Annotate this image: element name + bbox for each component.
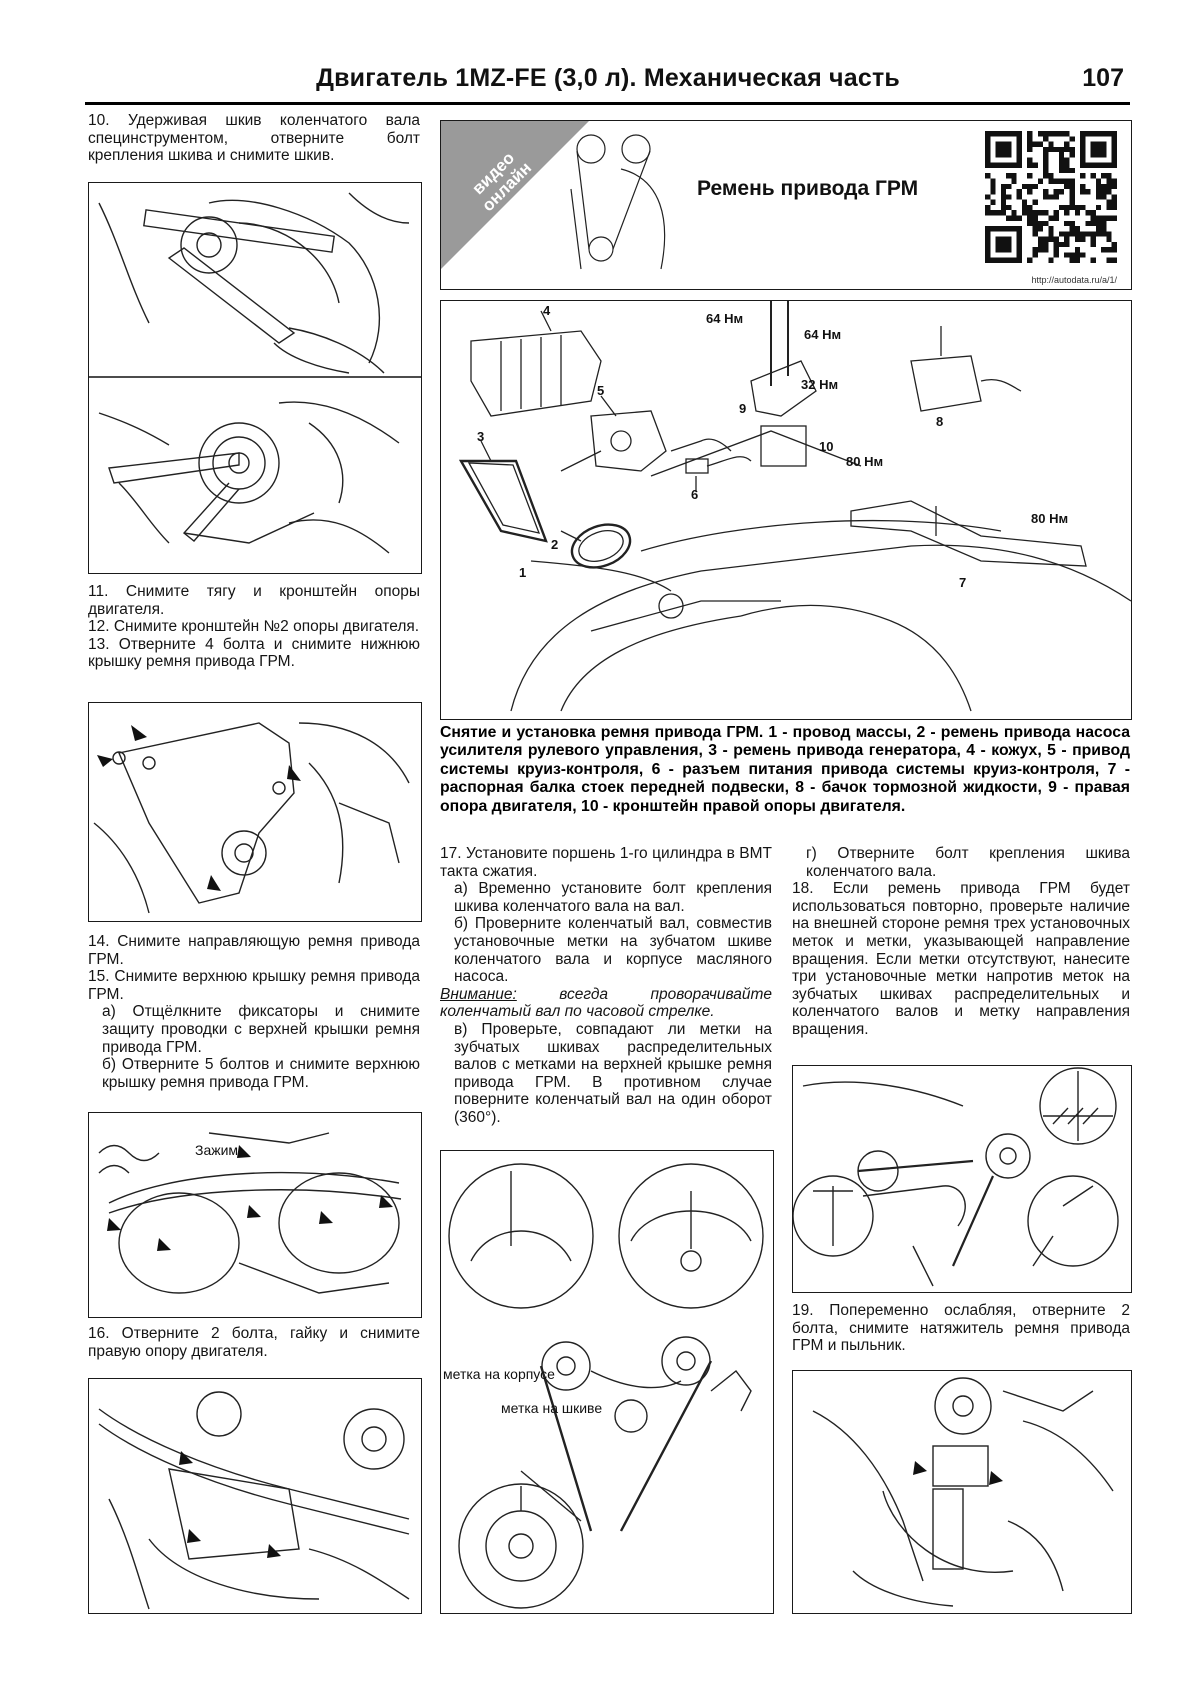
torque-labels: 64 Нм 64 Нм 32 Нм 80 Нм 80 Нм bbox=[706, 311, 1068, 526]
mark-housing-label: метка на корпусе bbox=[443, 1366, 555, 1382]
video-corner-badge bbox=[441, 121, 589, 269]
qr-code-icon[interactable] bbox=[985, 131, 1117, 263]
callout-8: 8 bbox=[936, 414, 943, 429]
clip-label: Зажим bbox=[195, 1142, 238, 1158]
lower-cover-figure bbox=[88, 702, 422, 922]
callout-numbers: 1 2 3 4 5 6 7 8 9 10 bbox=[477, 303, 966, 590]
upper-cover-figure: Зажим bbox=[88, 1112, 422, 1318]
callout-7: 7 bbox=[959, 575, 966, 590]
callout-1: 1 bbox=[519, 565, 526, 580]
page-title: Двигатель 1MZ-FE (3,0 л). Механическая ч… bbox=[316, 64, 900, 92]
video-title: Ремень привода ГРМ bbox=[697, 177, 919, 200]
torque-80b: 80 Нм bbox=[1031, 511, 1068, 526]
torque-64a: 64 Нм bbox=[706, 311, 743, 326]
page-number: 107 bbox=[1082, 64, 1124, 92]
torque-64b: 64 Нм bbox=[804, 327, 841, 342]
steps-17g-18-text: г) Отверните болт крепления шкива коленч… bbox=[792, 845, 1130, 1038]
step-17-text: 17. Установите поршень 1-го цилиндра в В… bbox=[440, 845, 772, 1126]
crank-pulley-figure bbox=[88, 182, 422, 574]
callout-3: 3 bbox=[477, 429, 484, 444]
engine-bay-illustration: 64 Нм 64 Нм 32 Нм 80 Нм 80 Нм 1 2 3 4 5 … bbox=[458, 301, 1131, 712]
engine-mount-illustration bbox=[98, 1391, 410, 1610]
video-url[interactable]: http://autodata.ru/a/1/ bbox=[1031, 275, 1117, 285]
timing-belt-thumbnail bbox=[570, 134, 666, 270]
page-header: Двигатель 1MZ-FE (3,0 л). Механическая ч… bbox=[85, 62, 1130, 105]
upper-cover-illustration: Зажим bbox=[98, 1132, 402, 1294]
callout-6: 6 bbox=[691, 487, 698, 502]
torque-32: 32 Нм bbox=[801, 377, 838, 392]
belt-marks-illustration bbox=[793, 1067, 1119, 1287]
callout-2: 2 bbox=[551, 537, 558, 552]
video-banner[interactable]: видео онлайн Ремень привода ГРМ http://a… bbox=[440, 120, 1132, 290]
engine-mount-figure bbox=[88, 1378, 422, 1614]
callout-4: 4 bbox=[543, 303, 551, 318]
warning-label: Внимание: bbox=[440, 985, 517, 1003]
warning-text: всегда проворачивайте коленчатый вал по … bbox=[440, 985, 772, 1021]
step-10-text: 10. Удерживая шкив коленчатого вала спец… bbox=[88, 112, 420, 165]
steps-14-15-text: 14. Снимите направляющую ремня привода Г… bbox=[88, 933, 420, 1091]
timing-marks-figure: метка на корпусе метка на шкиве bbox=[440, 1150, 774, 1614]
tensioner-illustration bbox=[812, 1377, 1114, 1607]
figure-caption: Снятие и установка ремня привода ГРМ. 1 … bbox=[440, 724, 1130, 815]
belt-marks-figure bbox=[792, 1065, 1132, 1293]
tensioner-figure bbox=[792, 1370, 1132, 1614]
timing-marks-illustration: метка на корпусе метка на шкиве bbox=[443, 1163, 764, 1609]
crank-pulley-illustration bbox=[89, 192, 421, 554]
step-16-text: 16. Отверните 2 болта, гайку и снимите п… bbox=[88, 1325, 420, 1360]
lower-cover-illustration bbox=[93, 722, 410, 914]
steps-11-13-text: 11. Снимите тягу и кронштейн опоры двига… bbox=[88, 583, 420, 671]
mark-pulley-label: метка на шкиве bbox=[501, 1400, 602, 1416]
callout-9: 9 bbox=[739, 401, 746, 416]
torque-80a: 80 Нм bbox=[846, 454, 883, 469]
timing-belt-removal-figure: 64 Нм 64 Нм 32 Нм 80 Нм 80 Нм 1 2 3 4 5 … bbox=[440, 300, 1132, 720]
step-19-text: 19. Попеременно ослабляя, отверните 2 бо… bbox=[792, 1302, 1130, 1355]
callout-5: 5 bbox=[597, 383, 604, 398]
callout-10: 10 bbox=[819, 439, 833, 454]
